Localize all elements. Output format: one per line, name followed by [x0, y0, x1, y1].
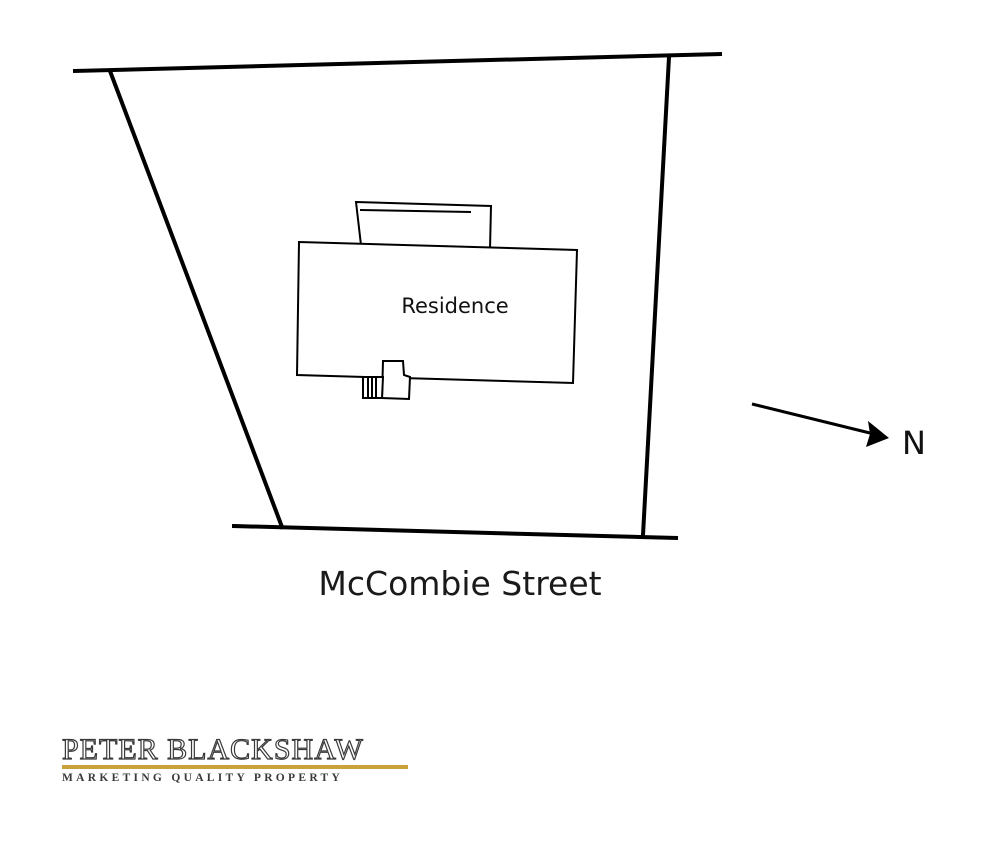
- street-name-label: McCombie Street: [318, 564, 602, 603]
- residence-footprint: [295, 200, 579, 401]
- residence-rear-wing: [354, 200, 493, 251]
- north-arrow-shaft: [751, 402, 875, 436]
- north-arrow: [751, 402, 889, 447]
- residence-rear-wing-inner-line: [359, 209, 472, 213]
- north-arrow-head-icon: [866, 421, 889, 447]
- agency-logo: PETER BLACKSHAW MARKETING QUALITY PROPER…: [61, 733, 408, 784]
- west-boundary-line: [107, 68, 285, 530]
- street-frontage-line: [231, 523, 679, 541]
- agency-logo-name: PETER BLACKSHAW: [61, 733, 364, 766]
- agency-logo-rule: [62, 765, 408, 769]
- north-label: N: [902, 424, 926, 462]
- agency-logo-tagline: MARKETING QUALITY PROPERTY: [62, 772, 344, 784]
- block-boundary: [72, 51, 723, 541]
- east-boundary-line: [640, 54, 672, 538]
- residence-label: Residence: [401, 294, 509, 318]
- rear-boundary-line: [72, 51, 723, 74]
- residence-main-body: [295, 240, 579, 385]
